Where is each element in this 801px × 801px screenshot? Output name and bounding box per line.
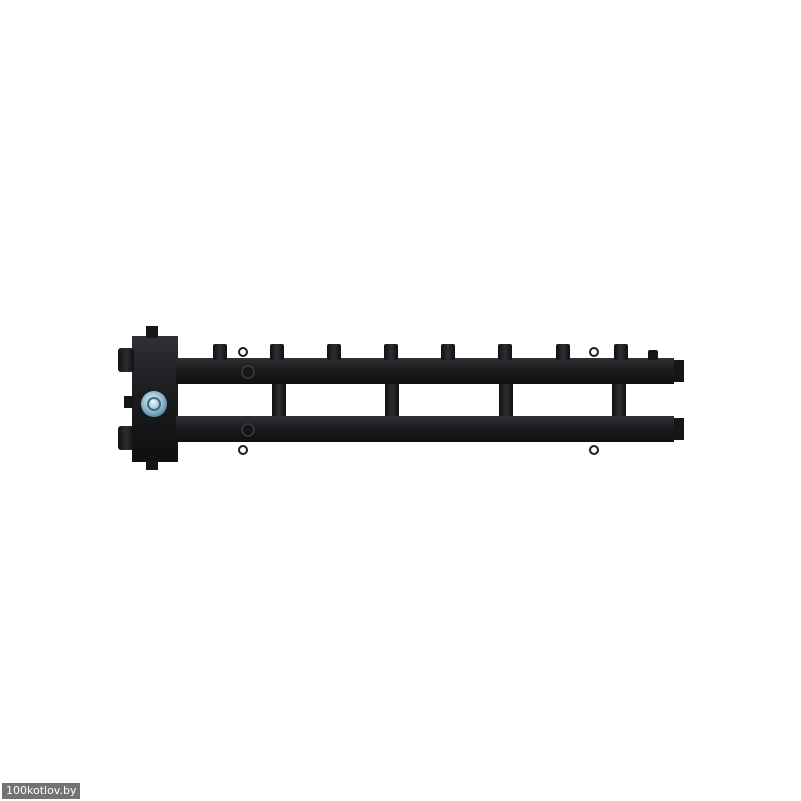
outlet-nozzles xyxy=(213,344,658,360)
pipe-bridges xyxy=(272,384,626,416)
gauge-dial xyxy=(141,391,167,417)
manifold-top-pipe xyxy=(176,358,684,384)
hydraulic-separator xyxy=(118,326,178,470)
manifold-bottom-pipe xyxy=(176,416,684,442)
watermark-label: 100kotlov.by xyxy=(2,783,81,799)
mounting-brackets xyxy=(238,347,599,455)
